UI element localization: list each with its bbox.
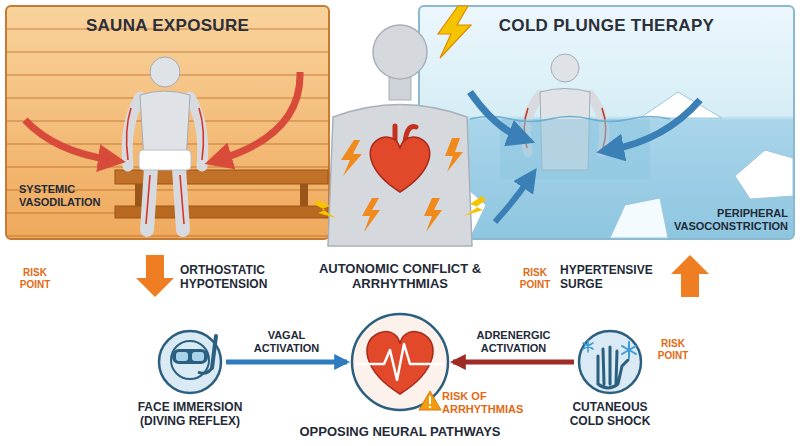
drop-arrow <box>136 255 174 297</box>
ice-chunk <box>420 175 486 238</box>
lightning-bolt <box>424 198 442 232</box>
ice-chunk <box>640 92 722 118</box>
mask-lens <box>192 352 204 361</box>
bench-support <box>300 184 308 206</box>
person-torso <box>540 89 590 171</box>
vasoconstriction-arrow <box>610 100 700 150</box>
sauna-scene <box>25 57 328 230</box>
circle-outline <box>157 329 223 395</box>
edge-label: VAGAL ACTIVATION <box>241 329 333 354</box>
icon-label: FACE IMMERSION (DIVING REFLEX) <box>127 401 253 429</box>
warning-mark <box>429 396 431 404</box>
person-arm <box>127 97 140 166</box>
vasoconstriction-arrow <box>495 178 530 222</box>
risk-point-tag: RISK POINT <box>512 267 558 290</box>
person-head <box>373 25 427 79</box>
risk-point-tag: RISK POINT <box>650 338 696 361</box>
mask-icon <box>171 336 216 379</box>
icon-label: CUTANEOUS COLD SHOCK <box>560 401 660 429</box>
cold-scene <box>420 54 793 238</box>
warning-mark <box>429 406 431 408</box>
circle-shape <box>352 314 448 410</box>
cold-hand-icon <box>583 340 636 388</box>
dive-mask <box>172 349 208 364</box>
lightning-bolt <box>464 196 486 216</box>
heart <box>370 137 430 192</box>
lightning-bolt <box>445 138 463 172</box>
effect-label: PERIPHERAL VASOCONSTRICTION <box>663 207 788 232</box>
person-head <box>150 57 180 87</box>
vasodilation-arrow <box>25 120 112 160</box>
ice-chunk <box>735 150 793 199</box>
person-arm <box>190 97 203 166</box>
person-torso <box>328 105 472 247</box>
lightning-bolt <box>341 140 362 176</box>
ecg-trace <box>356 344 444 380</box>
risk-point-tag: RISK POINT <box>12 267 58 290</box>
water-overlay <box>500 119 650 179</box>
circle-outline <box>350 312 450 412</box>
warning-sign <box>419 391 441 410</box>
reflex-icon-circle: FACE IMMERSION (DIVING REFLEX) <box>157 329 223 395</box>
person-arm <box>526 95 540 152</box>
heart-ecg-icon <box>356 332 444 410</box>
cold-shock-icon-circle: CUTANEOUS COLD SHOCK <box>577 329 643 395</box>
constricted-vessels <box>524 108 606 148</box>
panel-title: COLD PLUNGE THERAPY <box>420 16 793 36</box>
effect-label: ORTHOSTATIC HYPOTENSION <box>180 264 295 292</box>
lightning-bolt <box>314 200 336 218</box>
person-leg <box>147 168 151 230</box>
circle-shape <box>159 331 221 393</box>
water-surface <box>470 117 670 122</box>
circle-shape <box>579 331 641 393</box>
conflict-label: AUTONOMIC CONFLICT & ARRHYTHMIAS <box>315 262 485 292</box>
heart-vessels <box>395 126 416 142</box>
dilated-vessels <box>127 108 204 224</box>
person-leg <box>179 168 183 230</box>
edge-label: ADRENERGIC ACTIVATION <box>468 329 560 354</box>
sauna-bench <box>115 206 328 218</box>
effect-label: SYSTEMIC VASODILATION <box>19 183 119 208</box>
person-arm <box>590 95 604 152</box>
effect-label: HYPERTENSIVE SURGE <box>560 264 660 292</box>
risk-label: RISK OF ARRHYTHMIAS <box>442 390 527 415</box>
lightning-bolt <box>438 6 471 58</box>
vagal-arrow <box>226 360 347 365</box>
bench-support <box>135 184 143 206</box>
hand <box>598 347 628 388</box>
person-head <box>551 54 579 82</box>
vasoconstriction-arrow <box>470 92 522 138</box>
heart-icon-circle: RISK OF ARRHYTHMIAS <box>350 312 450 412</box>
circle-outline <box>577 329 643 395</box>
sauna-panel: SAUNA EXPOSURE SYSTEMIC VASODILATION <box>5 5 330 240</box>
surge-arrow <box>671 255 709 297</box>
cold-plunge-panel: COLD PLUNGE THERAPY PERIPHERAL VASOCONSTR… <box>418 5 795 240</box>
adrenergic-arrow <box>453 360 574 365</box>
heart <box>367 332 433 394</box>
ice-chunk <box>610 198 668 238</box>
snowflake <box>622 342 636 358</box>
panel-title: SAUNA EXPOSURE <box>7 16 328 36</box>
mask-lens <box>176 352 188 361</box>
vasodilation-arrow <box>218 72 300 160</box>
snorkel <box>212 336 216 368</box>
section-caption: OPPOSING NEURAL PATHWAYS <box>250 425 550 440</box>
central-figure <box>314 6 486 246</box>
person-torso <box>140 91 190 162</box>
snowflake <box>583 340 593 352</box>
sauna-bench <box>115 170 328 184</box>
snorkel-mouthpiece <box>198 368 212 373</box>
face-outline <box>171 341 209 379</box>
lightning-bolt <box>362 198 380 232</box>
towel <box>139 150 191 170</box>
person-neck <box>389 74 411 100</box>
